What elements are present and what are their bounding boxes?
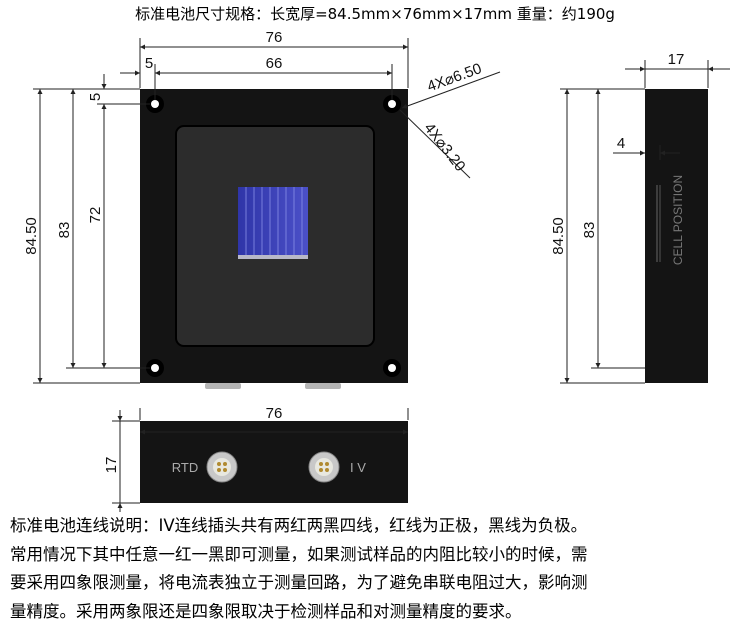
description-line: 要采用四象限测量，将电流表独立于测量回路，为了避免串联电阻过大，影响测	[10, 573, 588, 592]
outer-hole-label: 4X⌀6.50	[425, 60, 484, 95]
height-dimension: 84.50	[23, 217, 40, 255]
width-dimension: 76	[266, 29, 283, 46]
side-body	[645, 89, 708, 383]
iv-connector	[308, 451, 340, 483]
hole-offset-y-dimension: 5	[87, 93, 104, 101]
thickness-dimension: 17	[668, 51, 685, 68]
bottom-view: 76 17 RTD I V	[103, 405, 409, 512]
hole-spacing-dimension: 66	[266, 55, 283, 72]
bottom-width-dimension: 76	[266, 405, 283, 422]
side-height-dimension: 84.50	[550, 217, 567, 255]
cell-depth-dimension: 4	[617, 135, 625, 152]
rtd-connector	[206, 451, 238, 483]
side-body-height-dimension: 83	[581, 222, 598, 239]
side-view: CELL POSITION 17 4 84.50 83	[550, 51, 730, 384]
description-line: 标准电池连线说明：IV连线插头共有两红两黑四线，红线为正极，黑线为负极。	[10, 516, 588, 535]
solar-cell	[238, 187, 308, 255]
iv-label: I V	[350, 460, 366, 475]
inner-hole-label: 4X⌀3.20	[420, 120, 468, 175]
mounting-holes	[146, 95, 401, 377]
wiring-description: 标准电池连线说明：IV连线插头共有两红两黑四线，红线为正极，黑线为负极。 常用情…	[10, 512, 745, 626]
bottom-body	[140, 421, 408, 503]
rtd-label: RTD	[172, 460, 198, 475]
bottom-thickness-dimension: 17	[103, 457, 120, 474]
description-line: 量精度。采用两象限还是四象限取决于检测样品和对测量精度的要求。	[10, 601, 522, 621]
hole-offset-x-dimension: 5	[145, 55, 153, 72]
description-line: 常用情况下其中任意一红一黑即可测量，如果测试样品的内阻比较小的时候，需	[10, 544, 588, 564]
page-title: 标准电池尺寸规格：长宽厚=84.5mm×76mm×17mm 重量：约190g	[135, 5, 615, 23]
front-view: 76 66 5 84.50 83 72 5 4X⌀6.50 4X⌀3.20	[23, 29, 501, 389]
body-height-dimension: 83	[56, 222, 73, 239]
hole-spacing-v-dimension: 72	[87, 207, 104, 224]
cell-position-label: CELL POSITION	[671, 175, 685, 265]
